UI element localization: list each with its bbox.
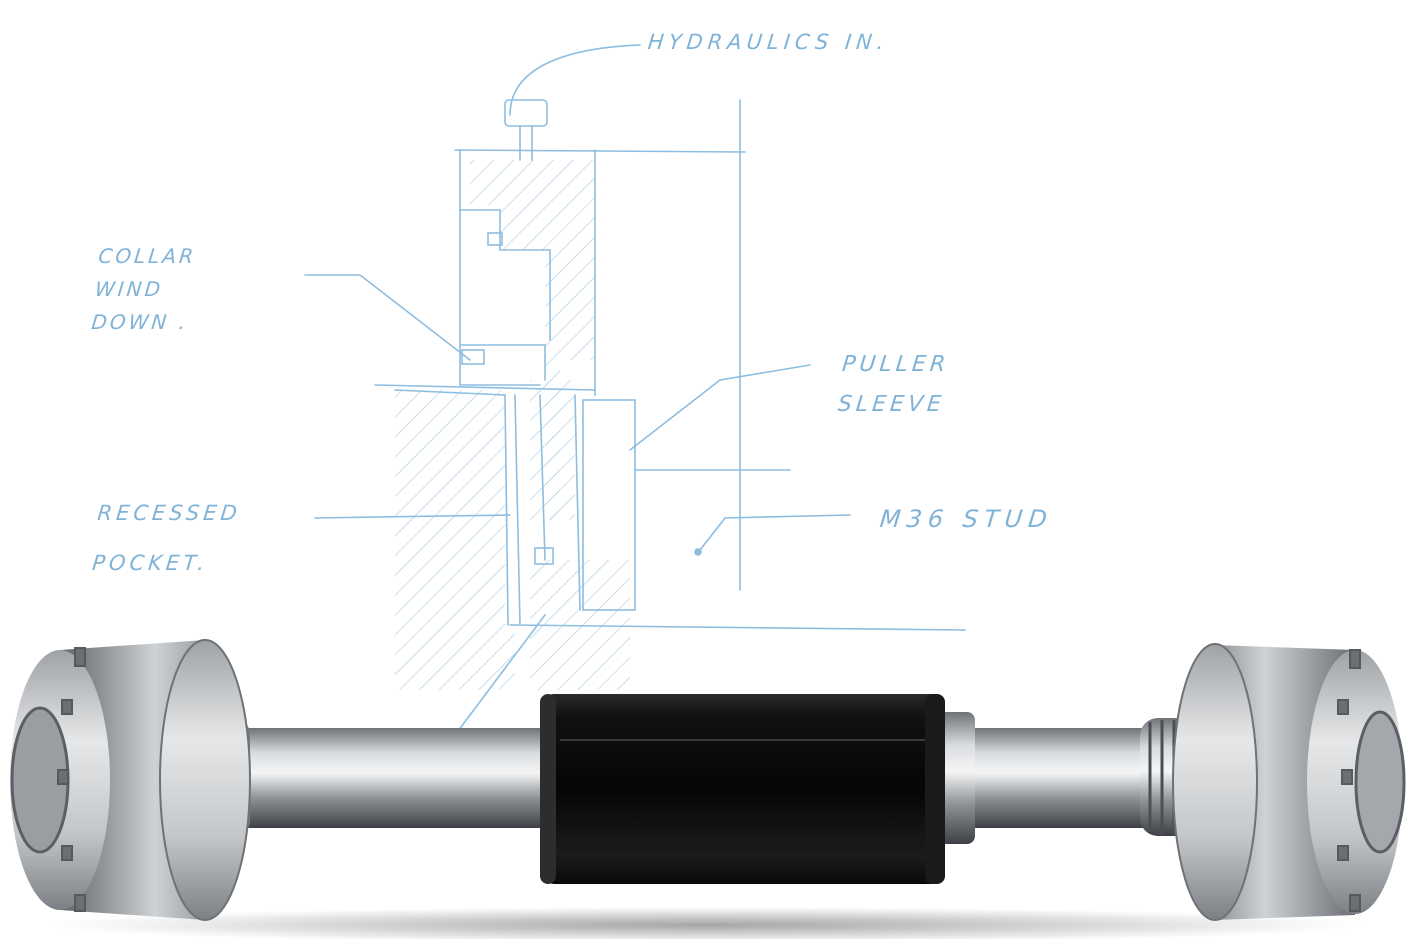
- leader-collar: [304, 274, 471, 361]
- leader-stud: [699, 514, 851, 551]
- label-collar-wind-down: COLLAR WIND DOWN .: [90, 244, 198, 334]
- hydraulic-fitting: [504, 99, 548, 127]
- label-recessed-pocket: RECESSED POCKET.: [91, 501, 243, 575]
- cross-section-sketch: [304, 44, 966, 736]
- hydraulic-tensioner-render: [10, 639, 1406, 939]
- label-puller-sleeve: PULLER SLEEVE: [836, 352, 951, 417]
- puller-sleeve-section: [582, 399, 636, 611]
- leader-puller: [629, 364, 811, 451]
- label-m36-stud: M36 STUD: [878, 505, 1055, 533]
- puller-sleeve: [540, 694, 945, 884]
- label-hydraulics-in: HYDRAULICS IN.: [646, 30, 890, 54]
- leader-hydraulics: [509, 44, 641, 116]
- right-nut: [1172, 643, 1406, 921]
- left-nut: [10, 639, 251, 921]
- leader-recessed: [314, 514, 511, 519]
